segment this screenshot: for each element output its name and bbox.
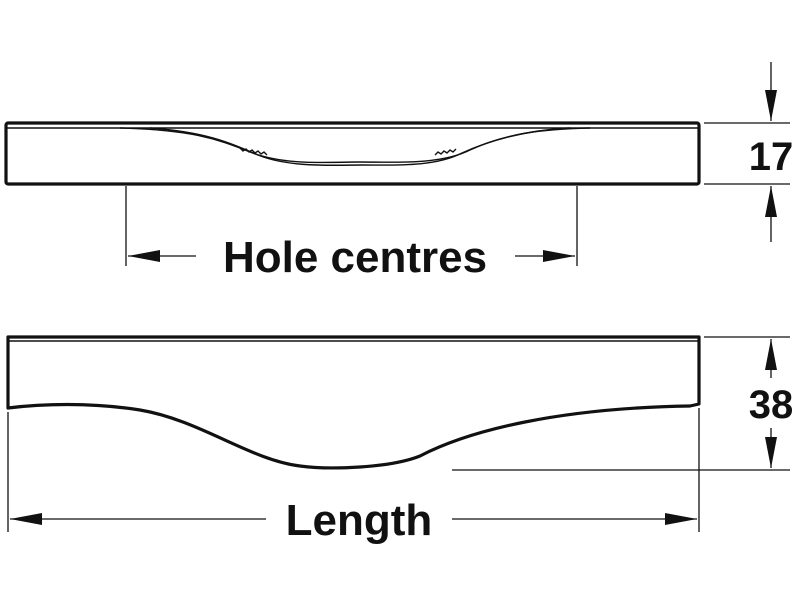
- length-label: Length: [286, 496, 433, 545]
- height-value: 17: [749, 135, 794, 179]
- handle-plan-outline: [6, 335, 701, 470]
- length-arrow-right: [665, 513, 697, 525]
- depth-arrow-bottom: [765, 437, 777, 468]
- finger-recess-serration: [239, 147, 457, 156]
- hole-arrow-right: [543, 250, 575, 262]
- front-view: [4, 121, 701, 186]
- length-arrow-left: [10, 513, 42, 525]
- depth-dimension: 38: [452, 336, 794, 471]
- plan-view: [6, 335, 701, 470]
- handle-front-outline: [4, 121, 701, 186]
- height-arrow-top: [765, 90, 777, 121]
- depth-arrow-top: [765, 339, 777, 370]
- length-dimension: Length: [7, 408, 700, 545]
- hole-centres-dimension: Hole centres: [125, 186, 578, 282]
- finger-recess-inner-curve: [149, 127, 571, 166]
- height-dimension: 17: [704, 62, 793, 242]
- hole-arrow-left: [128, 250, 160, 262]
- hole-centres-label: Hole centres: [223, 233, 487, 282]
- depth-value: 38: [749, 383, 794, 427]
- height-arrow-bottom: [765, 186, 777, 217]
